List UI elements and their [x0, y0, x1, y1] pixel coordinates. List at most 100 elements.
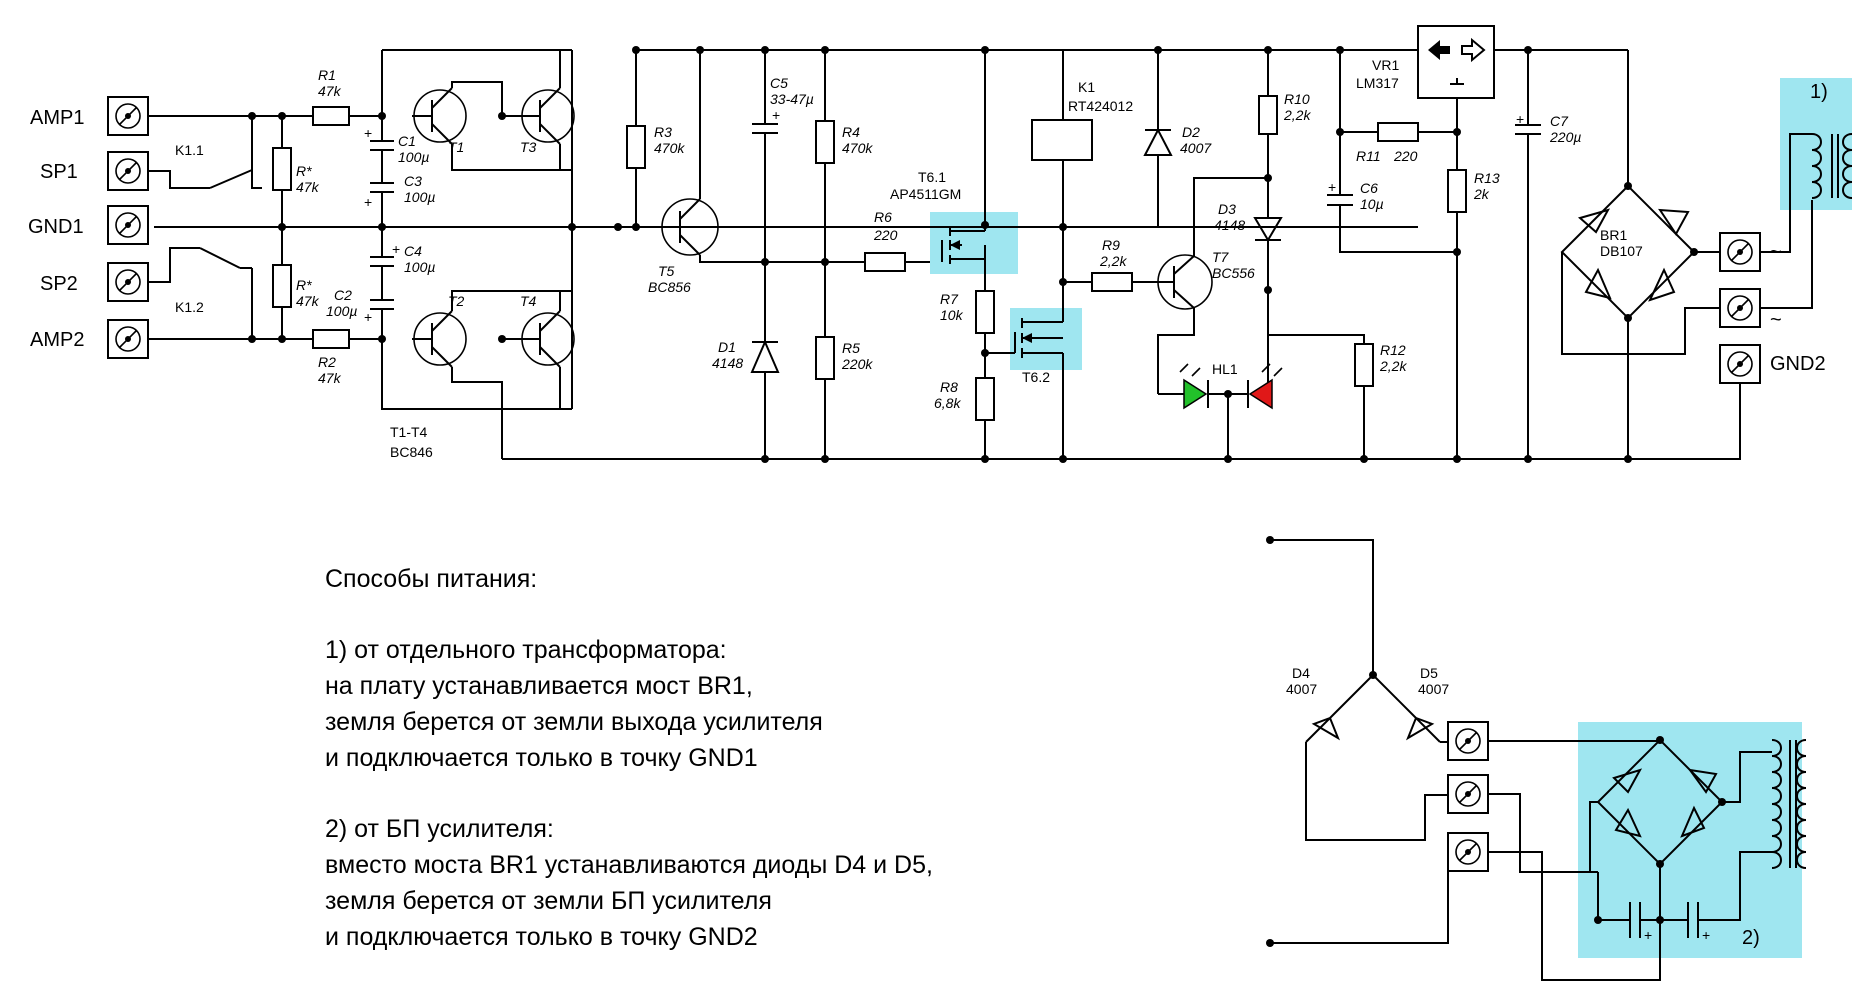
terminal-gnd2[interactable] [1719, 344, 1761, 384]
terminal-opt2-3[interactable] [1447, 832, 1489, 872]
option1-label: 1) [1810, 81, 1828, 103]
t62-label: T6.2 [1022, 369, 1050, 385]
d1-diode [750, 339, 780, 373]
k1-value: RT424012 [1068, 98, 1133, 114]
c7-value: 220µ [1549, 129, 1581, 145]
notes-o1-line2: земля берется от земли выхода усилителя [325, 708, 823, 736]
c5-ref: C5 [770, 75, 788, 91]
t1-label: T1 [448, 139, 464, 155]
terminal-opt2-1[interactable] [1447, 721, 1489, 761]
r8-resistor [975, 377, 995, 421]
t2-transistor [412, 310, 467, 368]
r7-value: 10k [940, 307, 964, 323]
transformer2 [1771, 739, 1807, 869]
t3-label: T3 [520, 139, 537, 155]
sp2-label: SP2 [40, 273, 78, 295]
t61-ref: T6.1 [918, 169, 946, 185]
rstar-top-ref: R* [296, 163, 312, 179]
r6-ref: R6 [874, 209, 892, 225]
c2-ref: C2 [334, 287, 352, 303]
terminal-sp1[interactable] [107, 151, 149, 191]
c3-ref: C3 [404, 173, 422, 189]
r5-resistor [815, 336, 835, 380]
rstar-bottom-value: 47k [296, 293, 320, 309]
r13-resistor [1447, 169, 1467, 213]
r13-ref: R13 [1474, 170, 1500, 186]
terminal-amp1[interactable] [107, 96, 149, 136]
k1-coil [1031, 119, 1093, 161]
r13-value: 2k [1473, 186, 1490, 202]
c4-value: 100µ [404, 259, 435, 275]
vr1-ref: VR1 [1372, 57, 1399, 73]
r11-ref: R11 [1356, 148, 1381, 164]
d3-value: 4148 [1214, 217, 1245, 233]
d1-ref: D1 [718, 339, 736, 355]
terminal-gnd1[interactable] [107, 205, 149, 245]
d4-ref: D4 [1292, 665, 1310, 681]
c7-capacitor [1515, 124, 1541, 135]
d1-value: 4148 [712, 355, 743, 371]
d5-ref: D5 [1420, 665, 1438, 681]
svg-text:+: + [392, 241, 400, 257]
k12-contact [199, 247, 253, 339]
t7-value: BC556 [1212, 265, 1255, 281]
rstar-bottom-ref: R* [296, 277, 312, 293]
t3-transistor [502, 87, 575, 145]
sp2-wire [148, 247, 200, 283]
r1-resistor [312, 106, 350, 126]
r6-value: 220 [873, 227, 898, 243]
vr1-value: LM317 [1356, 75, 1399, 91]
c2-value: 100µ [326, 303, 357, 319]
terminal-sp2[interactable] [107, 262, 149, 302]
r5-ref: R5 [842, 340, 860, 356]
r4-value: 470k [842, 140, 873, 156]
t61-highlight [930, 212, 1018, 274]
c1-capacitor [370, 140, 394, 151]
r2-ref: R2 [318, 354, 336, 370]
r8-ref: R8 [940, 379, 958, 395]
r4-ref: R4 [842, 124, 860, 140]
d4-value: 4007 [1286, 681, 1317, 697]
vr1-regulator [1417, 25, 1495, 99]
c7-ref: C7 [1550, 113, 1569, 129]
t7-transistor [1157, 254, 1213, 310]
r2-resistor [312, 329, 350, 349]
d5-diode [1372, 674, 1441, 743]
svg-text:+: + [364, 125, 372, 141]
terminal-opt2-2[interactable] [1447, 774, 1489, 814]
t2-label: T2 [448, 293, 465, 309]
svg-text:+: + [1328, 179, 1336, 195]
notes-o1-line3: и подключается только в точку GND1 [325, 744, 758, 772]
c6-ref: C6 [1360, 180, 1378, 196]
r10-resistor [1258, 95, 1278, 135]
sp1-label: SP1 [40, 161, 78, 183]
c3-value: 100µ [404, 189, 435, 205]
hl1-label: HL1 [1212, 361, 1238, 377]
notes-o2-line3: и подключается только в точку GND2 [325, 923, 758, 951]
t62-mosfet [985, 318, 1064, 358]
terminal-amp2[interactable] [107, 319, 149, 359]
r4-resistor [815, 120, 835, 164]
t61-value: AP4511GM [890, 186, 961, 202]
c1-ref: C1 [398, 133, 416, 149]
k1-ref: K1 [1078, 79, 1095, 95]
r12-value: 2,2k [1379, 358, 1407, 374]
t1-transistor [412, 87, 467, 145]
terminal-ac1[interactable] [1719, 232, 1761, 272]
c6-value: 10µ [1360, 196, 1384, 212]
k12-label: K1.2 [175, 299, 204, 315]
option2-label: 2) [1742, 927, 1760, 949]
k11-contact [209, 116, 262, 189]
r1-ref: R1 [318, 67, 336, 83]
c5-capacitor [752, 123, 778, 134]
r3-resistor [626, 125, 646, 169]
c5-value: 33-47µ [770, 91, 814, 107]
gnd1-label: GND1 [28, 216, 84, 238]
terminal-ac2[interactable] [1719, 288, 1761, 328]
t5-transistor [636, 198, 719, 256]
d4-diode [1305, 674, 1374, 743]
d2-diode [1143, 127, 1173, 156]
svg-text:+: + [1644, 927, 1652, 943]
r9-ref: R9 [1102, 237, 1120, 253]
